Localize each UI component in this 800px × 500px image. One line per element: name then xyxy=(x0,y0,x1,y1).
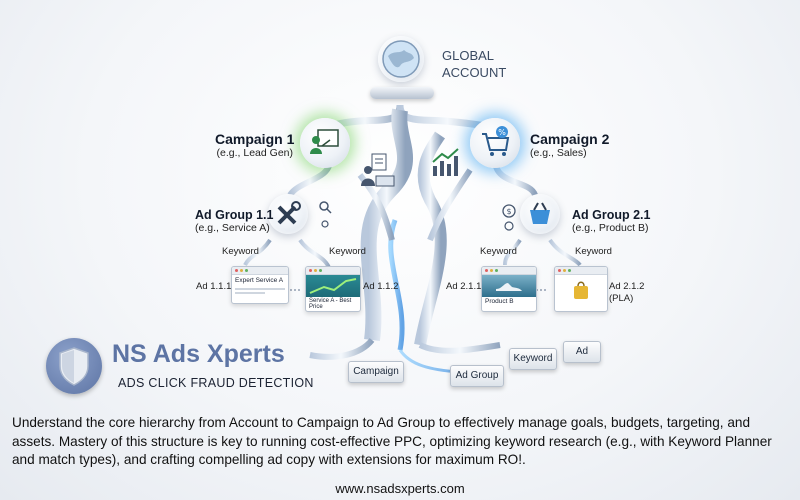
campaign2-title: Campaign 2 xyxy=(530,131,610,147)
adgroup11-title: Ad Group 1.1 xyxy=(195,208,274,222)
campaign2-cart-icon: % xyxy=(470,118,520,168)
keyword-label-111: Keyword xyxy=(222,246,259,257)
ad112-label: Ad 1.1.2 xyxy=(363,281,399,292)
brand-name: NS Ads Xperts xyxy=(112,340,285,368)
global-account-line2: ACCOUNT xyxy=(442,65,507,80)
adgroup11-labels: Ad Group 1.1 (e.g., Service A) xyxy=(195,208,274,234)
brand-spacer xyxy=(102,374,110,375)
ad112-card: Service A - Best Price xyxy=(305,266,361,312)
global-account-line1: GLOBAL xyxy=(442,48,495,63)
svg-text:%: % xyxy=(498,128,506,137)
growth-chart-icon xyxy=(430,146,462,183)
campaign1-title: Campaign 1 xyxy=(215,131,295,147)
search-icon xyxy=(316,200,336,235)
tile-ad: Ad xyxy=(563,341,601,363)
ad212-labels: Ad 2.1.2 (PLA) xyxy=(609,281,644,305)
ad211-card: Product B xyxy=(481,266,537,312)
basket-icon xyxy=(520,194,560,234)
keyword-label-212: Keyword xyxy=(575,246,612,257)
svg-text:$: $ xyxy=(506,207,511,216)
ad112-chart-image xyxy=(306,275,360,297)
footer-url[interactable]: www.nsadsxperts.com xyxy=(335,481,465,496)
shoe-image xyxy=(482,275,536,297)
adgroup11-subtitle: (e.g., Service A) xyxy=(195,222,270,234)
ad212-label2: (PLA) xyxy=(609,293,634,304)
ad112-card-text: Service A - Best Price xyxy=(309,298,352,310)
brand-tagline: ADS CLICK FRAUD DETECTION xyxy=(118,376,314,390)
adgroup21-labels: Ad Group 2.1 (e.g., Product B) xyxy=(572,208,650,234)
tile-campaign: Campaign xyxy=(348,361,404,383)
adgroup21-title: Ad Group 2.1 xyxy=(572,208,651,222)
campaign1-presenter-icon xyxy=(300,118,350,168)
shopping-bag-icon xyxy=(555,275,607,305)
keyword-label-112: Keyword xyxy=(329,246,366,257)
ad212-label: Ad 2.1.2 xyxy=(609,281,645,292)
campaign2-subtitle: (e.g., Sales) xyxy=(530,147,587,159)
keyword-label-211: Keyword xyxy=(480,246,517,257)
globe-icon xyxy=(378,36,424,82)
tools-icon xyxy=(268,194,308,234)
dollar-coin-icon: $ xyxy=(500,203,518,238)
ad212-card xyxy=(554,266,608,312)
laptop-user-icon xyxy=(358,152,398,193)
campaign2-labels: Campaign 2 (e.g., Sales) xyxy=(530,131,609,159)
ad111-card-text: Expert Service A xyxy=(235,277,284,284)
campaign1-labels: Campaign 1 (e.g., Lead Gen) xyxy=(215,131,295,159)
ad211-label: Ad 2.1.1 xyxy=(446,281,482,292)
brand-shield-logo xyxy=(46,338,102,394)
description-paragraph: Understand the core hierarchy from Accou… xyxy=(12,415,772,467)
adgroup21-subtitle: (e.g., Product B) xyxy=(572,222,649,234)
ad111-card: Expert Service A xyxy=(231,266,289,304)
global-account-label: GLOBAL ACCOUNT xyxy=(442,47,506,81)
ad211-card-text: Product B xyxy=(485,298,514,305)
ad111-label: Ad 1.1.1 xyxy=(196,281,232,292)
tile-ad-group: Ad Group xyxy=(450,365,504,387)
tile-keyword: Keyword xyxy=(509,348,557,370)
globe-pedestal xyxy=(370,87,434,99)
campaign1-subtitle: (e.g., Lead Gen) xyxy=(216,147,293,159)
